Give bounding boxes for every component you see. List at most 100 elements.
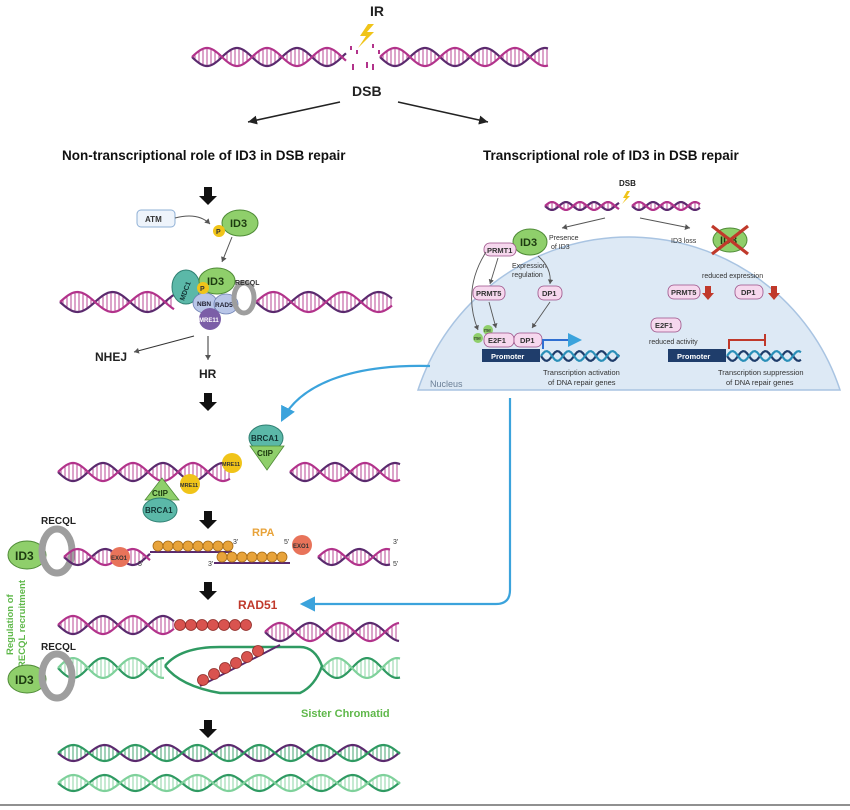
dna-strand: [631, 201, 701, 211]
reduced-expression-text: reduced expression: [702, 273, 763, 280]
nucleus-dsb-label: DSB: [619, 179, 636, 188]
dna-strand: [321, 657, 401, 679]
recql-label: RECQL: [41, 642, 76, 653]
dna-strand: [57, 461, 231, 483]
strand-end-label: 5': [393, 561, 398, 568]
phospho-label: P: [216, 229, 221, 236]
protein-bead: [197, 674, 209, 686]
arrow-presence: [561, 217, 606, 230]
ctip-label: CtIP: [257, 449, 274, 458]
id3-label: ID3: [230, 218, 247, 230]
activation-arrow: [542, 333, 582, 349]
dna-strand: [57, 461, 231, 483]
dna-helix: [726, 349, 802, 363]
prmt5-label: PRMT5: [671, 288, 696, 297]
id3-protein: [7, 540, 47, 570]
dna-strand: [540, 349, 620, 363]
protein-bead: [229, 619, 241, 631]
down-arrow-icon: [199, 187, 217, 205]
dna-helix: [57, 743, 401, 763]
dp1-label: DP1: [520, 336, 535, 345]
activation-text: of DNA repair genes: [548, 378, 616, 387]
prmt1-label: PRMT1: [487, 246, 512, 255]
lightning-icon: [358, 24, 374, 48]
dna-helix: [59, 290, 175, 314]
strand-end-label: 5': [284, 539, 289, 546]
dp1-label: DP1: [542, 289, 557, 298]
dsb-label: DSB: [352, 83, 382, 99]
protein-bead: [240, 619, 252, 631]
arrow-to-left: [247, 101, 341, 125]
dna-strand: [317, 547, 391, 567]
protein-bead: [226, 551, 238, 563]
protein-bead: [202, 540, 214, 552]
mre11-label: MRE11: [180, 483, 198, 489]
arrow-id3-complex: [221, 236, 233, 263]
protein-bead: [152, 540, 164, 552]
lightning-icon: [622, 191, 630, 204]
down-arrow-icon: [702, 286, 714, 300]
arrow-id3-dp1: [537, 255, 554, 285]
promoter-box: [482, 349, 540, 362]
phospho-label: P: [200, 286, 205, 293]
protein-bead: [182, 540, 194, 552]
dna-strand: [57, 743, 401, 763]
suppression-text: Transcription suppression: [718, 368, 804, 377]
down-arrow-icon: [199, 720, 217, 738]
dna-strand: [544, 201, 620, 211]
dp1-label: DP1: [741, 288, 756, 297]
cross-icon: [711, 224, 749, 256]
dna-helix: [57, 461, 231, 483]
dna-strand: [264, 621, 400, 643]
dna-strand: [544, 201, 620, 211]
protein-bead: [241, 651, 253, 663]
left-pathway: ATM ID3 P MDC1 NBN RAD50 MRE11 ID3 P REC…: [5, 187, 401, 793]
dna-strand: [57, 614, 175, 636]
methyl-label: me: [484, 328, 491, 334]
dna-helix: [321, 657, 401, 679]
protein-bead: [192, 540, 204, 552]
exo1-label: EXO1: [293, 544, 310, 550]
break-fragments: [350, 44, 380, 70]
ctip-label: CtIP: [152, 489, 169, 498]
recql-ring: [38, 525, 76, 577]
dna-strand: [57, 743, 401, 763]
top-section: IR DSB: [191, 3, 549, 125]
protein-bead: [252, 645, 264, 657]
atm-label: ATM: [145, 215, 162, 224]
dna-strand: [726, 349, 802, 363]
hr-label: HR: [199, 367, 217, 381]
dna-strand: [63, 547, 151, 567]
down-arrow-icon: [199, 511, 217, 529]
id3-label: ID3: [15, 673, 34, 687]
dna-strand: [255, 290, 393, 314]
prmt5-label: PRMT5: [476, 289, 501, 298]
dna-strand: [63, 547, 151, 567]
protein-bead: [256, 551, 268, 563]
sister-bubble: [164, 645, 324, 695]
mre11-label: MRE11: [222, 462, 240, 468]
id3-label: ID3: [520, 237, 537, 249]
dna-helix: [57, 773, 401, 793]
dna-helix: [289, 461, 401, 483]
dna-helix: [379, 46, 549, 68]
promoter-box: [668, 349, 726, 362]
mre11-protein: [222, 453, 242, 473]
nucleus-label: Nucleus: [430, 379, 463, 389]
e2f1-box: [650, 317, 682, 333]
protein-bead: [216, 551, 228, 563]
dna-helix: [540, 349, 620, 363]
exo1-label: EXO1: [111, 556, 128, 562]
dna-strand: [540, 349, 620, 363]
arrow-prmt5-e2f1: [488, 301, 498, 329]
dna-helix: [191, 46, 347, 68]
connector-to-rad51: [299, 398, 512, 612]
dp1-box: [734, 284, 764, 300]
rad51-beads: [197, 645, 264, 686]
rpa-beads: [216, 551, 288, 563]
promoter-label: Promoter: [677, 352, 710, 361]
dna-helix: [264, 621, 400, 643]
protein-bead: [266, 551, 278, 563]
rpa-beads: [152, 540, 234, 552]
dna-helix: [631, 201, 701, 211]
